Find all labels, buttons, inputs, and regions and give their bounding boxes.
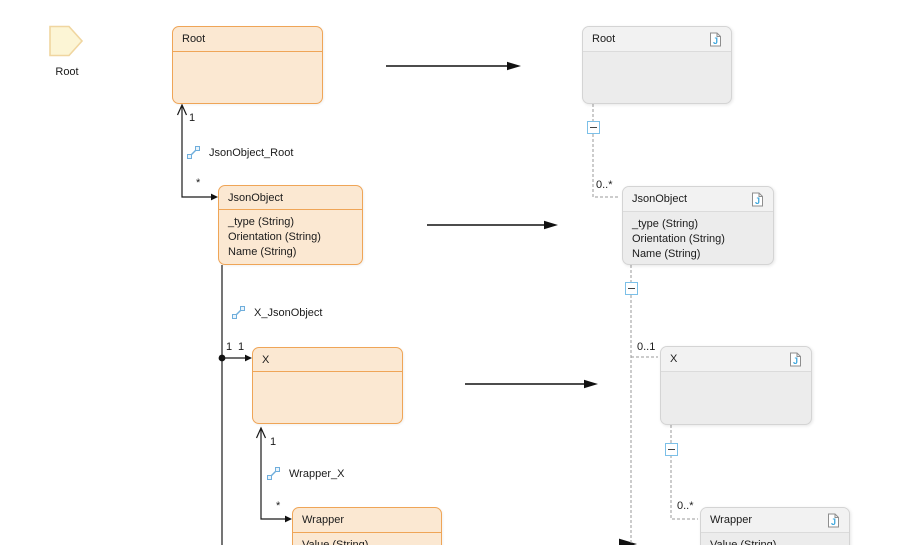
svg-text:J: J (793, 356, 798, 366)
node-body: Value (String) (701, 533, 849, 545)
arrowhead-up-icon (176, 103, 188, 116)
attribute-row: _type (String) (632, 218, 699, 230)
connector-wrapper-x[interactable] (260, 429, 288, 520)
containment-line-x (670, 425, 698, 520)
svg-text:J: J (831, 517, 836, 527)
minus-icon (590, 126, 597, 128)
multiplicity-label: 0..* (596, 179, 613, 191)
pentagon-icon (49, 25, 84, 57)
minus-icon (628, 287, 635, 289)
node-title: Root (182, 33, 206, 45)
node-body: _type (String) Orientation (String) Name… (623, 212, 773, 262)
multiplicity-label: * (196, 177, 201, 189)
connector-label-text: X_JsonObject (254, 306, 323, 319)
connector-jsonobject-root[interactable] (181, 106, 214, 198)
multiplicity-label: 1 (238, 341, 245, 353)
arrowhead-right-icon (245, 354, 252, 362)
svg-text:J: J (755, 196, 760, 206)
root-stencil[interactable]: Root (49, 25, 85, 78)
transform-arrow-wrapper-head (619, 538, 637, 545)
json-file-icon: J (790, 352, 801, 366)
node-root-left[interactable]: Root (172, 26, 323, 104)
node-header: Wrapper J (701, 508, 849, 533)
node-header: X (253, 348, 402, 372)
link-icon (267, 467, 280, 480)
attribute-row: Orientation (String) (228, 231, 321, 243)
node-header: Root (173, 27, 322, 52)
node-body: Value (String) (293, 533, 441, 545)
node-title: X (670, 353, 678, 365)
node-header: JsonObject (219, 186, 362, 210)
arrowhead-icon (544, 220, 558, 230)
node-header: Wrapper (293, 508, 441, 533)
node-header: JsonObject J (623, 187, 773, 212)
attribute-row: Name (String) (632, 248, 701, 260)
multiplicity-label: 1 (189, 112, 196, 124)
multiplicity-label: 0..* (677, 500, 694, 512)
arrowhead-icon (507, 61, 521, 71)
collapse-expander-jsonobject[interactable] (625, 282, 638, 295)
node-title: Root (592, 33, 616, 45)
multiplicity-label: 1 (226, 341, 233, 353)
arrowhead-right-icon (211, 193, 218, 201)
node-x-right[interactable]: X J (660, 346, 812, 425)
collapse-expander-x[interactable] (665, 443, 678, 456)
node-title: JsonObject (228, 191, 284, 204)
attribute-row: Value (String) (710, 539, 777, 545)
stencil-label: Root (55, 66, 79, 78)
node-jsonobject-right[interactable]: JsonObject J _type (String) Orientation … (622, 186, 774, 265)
multiplicity-label: 0..1 (637, 341, 656, 353)
node-title: JsonObject (632, 193, 688, 205)
json-file-icon: J (752, 192, 763, 206)
connector-label-x-jsonobject: X_JsonObject (232, 306, 322, 319)
arrowhead-icon (584, 379, 598, 389)
link-icon (232, 306, 245, 319)
collapse-expander-root[interactable] (587, 121, 600, 134)
node-jsonobject-left[interactable]: JsonObject _type (String) Orientation (S… (218, 185, 363, 265)
node-body (253, 372, 402, 377)
arrowhead-right-icon (285, 515, 292, 523)
connector-label-wrapper-x: Wrapper_X (267, 467, 344, 480)
node-body (173, 52, 322, 57)
node-wrapper-right[interactable]: Wrapper J Value (String) (700, 507, 850, 545)
node-title: X (262, 353, 270, 366)
attribute-row: Value (String) (302, 539, 369, 545)
attribute-row: Name (String) (228, 246, 297, 258)
json-file-icon: J (828, 513, 839, 527)
node-body (583, 52, 731, 57)
node-body (661, 372, 811, 377)
multiplicity-label: 1 (270, 436, 277, 448)
arrowhead-up-icon (255, 426, 267, 439)
node-title: Wrapper (302, 514, 344, 526)
connector-label-text: JsonObject_Root (209, 146, 294, 159)
node-x-left[interactable]: X (252, 347, 403, 424)
svg-text:J: J (713, 36, 718, 46)
containment-line-root (592, 104, 620, 198)
attribute-row: _type (String) (228, 216, 295, 228)
link-icon (187, 146, 200, 159)
node-body: _type (String) Orientation (String) Name… (219, 210, 362, 260)
attribute-row: Orientation (String) (632, 233, 725, 245)
node-wrapper-left[interactable]: Wrapper Value (String) (292, 507, 442, 545)
multiplicity-label: * (276, 500, 281, 512)
node-header: Root J (583, 27, 731, 52)
connector-label-text: Wrapper_X (289, 467, 345, 480)
json-file-icon: J (710, 32, 721, 46)
minus-icon (668, 448, 675, 450)
connector-label-jsonobject-root: JsonObject_Root (187, 146, 293, 159)
node-header: X J (661, 347, 811, 372)
node-title: Wrapper (710, 514, 752, 526)
node-root-right[interactable]: Root J (582, 26, 732, 104)
